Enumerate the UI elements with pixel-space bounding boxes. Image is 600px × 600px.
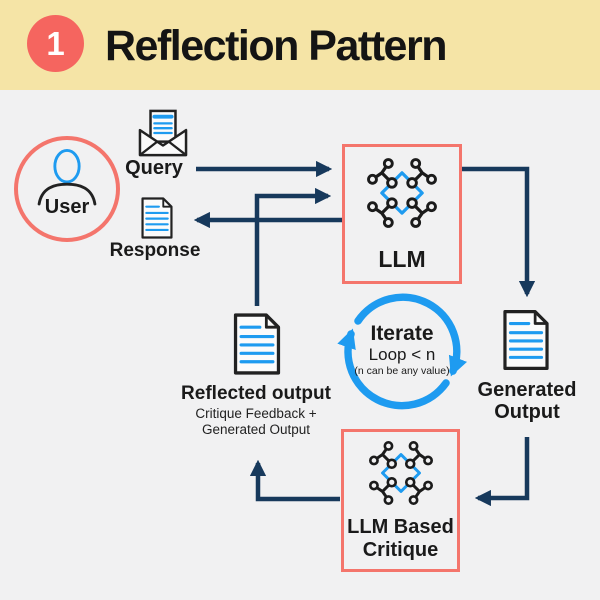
reflected-output-sub2: Generated Output bbox=[201, 422, 311, 438]
reflected-output-subtitle: Critique Feedback + Generated Output bbox=[166, 406, 346, 438]
neural-network-icon bbox=[362, 157, 442, 229]
response-document-icon bbox=[138, 196, 176, 240]
generated-output-document-icon bbox=[497, 308, 555, 372]
user-icon bbox=[37, 149, 97, 206]
llm-critique-node: LLM Based Critique bbox=[341, 429, 460, 572]
header-banner: 1 Reflection Pattern bbox=[0, 0, 600, 90]
generated-output-line2: Output bbox=[494, 401, 560, 424]
mail-query-icon bbox=[137, 109, 189, 157]
step-number-badge: 1 bbox=[27, 15, 84, 72]
llm-label: LLM bbox=[378, 246, 426, 272]
page-title: Reflection Pattern bbox=[105, 22, 447, 70]
reflected-output-label: Reflected output bbox=[181, 383, 331, 404]
iterate-note: (n can be any value) bbox=[354, 365, 450, 377]
llm-node: LLM bbox=[342, 144, 462, 284]
arrow-reflected-output-to-llm bbox=[254, 187, 332, 306]
arrow-generated-output-to-critique bbox=[474, 437, 530, 507]
generated-output-label: Generated Output bbox=[457, 379, 597, 424]
user-node bbox=[14, 136, 120, 242]
user-label: User bbox=[44, 196, 90, 218]
iterate-condition: Loop < n bbox=[368, 345, 436, 364]
neural-network-icon bbox=[364, 440, 438, 506]
response-label: Response bbox=[109, 240, 201, 261]
generated-output-line1: Generated bbox=[477, 379, 577, 401]
query-label: Query bbox=[125, 157, 183, 179]
arrow-llm-to-generated-output bbox=[462, 166, 536, 298]
step-number: 1 bbox=[46, 24, 65, 62]
llm-critique-line1: LLM Based bbox=[347, 516, 454, 539]
arrow-critique-to-reflected-output bbox=[249, 459, 340, 502]
llm-critique-label: LLM Based Critique bbox=[347, 516, 454, 561]
reflected-output-document-icon bbox=[229, 311, 285, 377]
llm-critique-line2: Critique bbox=[362, 538, 439, 561]
iterate-title: Iterate bbox=[370, 322, 434, 345]
reflected-output-sub1: Critique Feedback + bbox=[195, 406, 317, 421]
